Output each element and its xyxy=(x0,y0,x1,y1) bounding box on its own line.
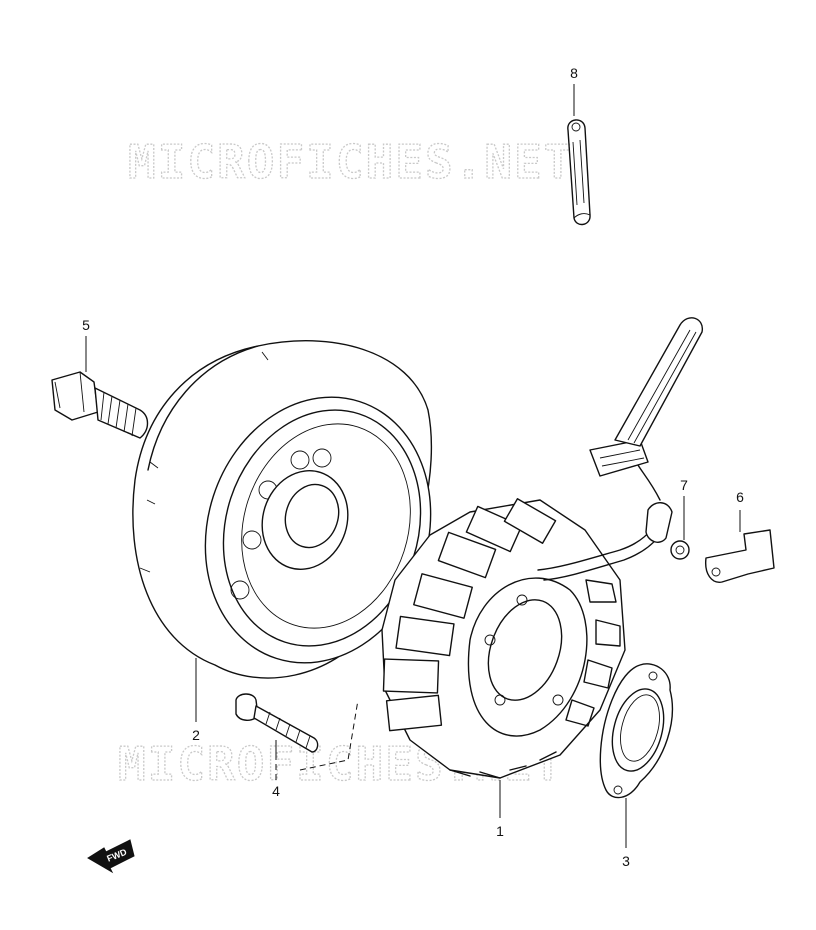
stator-coil-part xyxy=(381,317,703,779)
watermark-top: MICROFICHES.NET xyxy=(128,135,573,189)
callout-4: 4 xyxy=(272,783,280,799)
fwd-arrow-icon: FWD xyxy=(87,839,135,874)
callout-2: 2 xyxy=(192,727,200,743)
stator-plate-part xyxy=(599,663,674,799)
flywheel-rotor-part xyxy=(132,340,433,679)
callout-3: 3 xyxy=(622,853,630,869)
wire-clamp-part xyxy=(567,119,591,226)
leader-lines xyxy=(85,84,741,848)
callout-7: 7 xyxy=(680,477,688,493)
lead-wire-clamp-part xyxy=(705,529,775,583)
clamp-screw-part xyxy=(670,540,690,560)
callout-6: 6 xyxy=(736,489,744,505)
callout-1: 1 xyxy=(496,823,504,839)
callout-8: 8 xyxy=(570,65,578,81)
callout-5: 5 xyxy=(82,317,90,333)
rotor-bolt-part xyxy=(51,371,149,439)
stator-bolt-part xyxy=(235,693,319,753)
